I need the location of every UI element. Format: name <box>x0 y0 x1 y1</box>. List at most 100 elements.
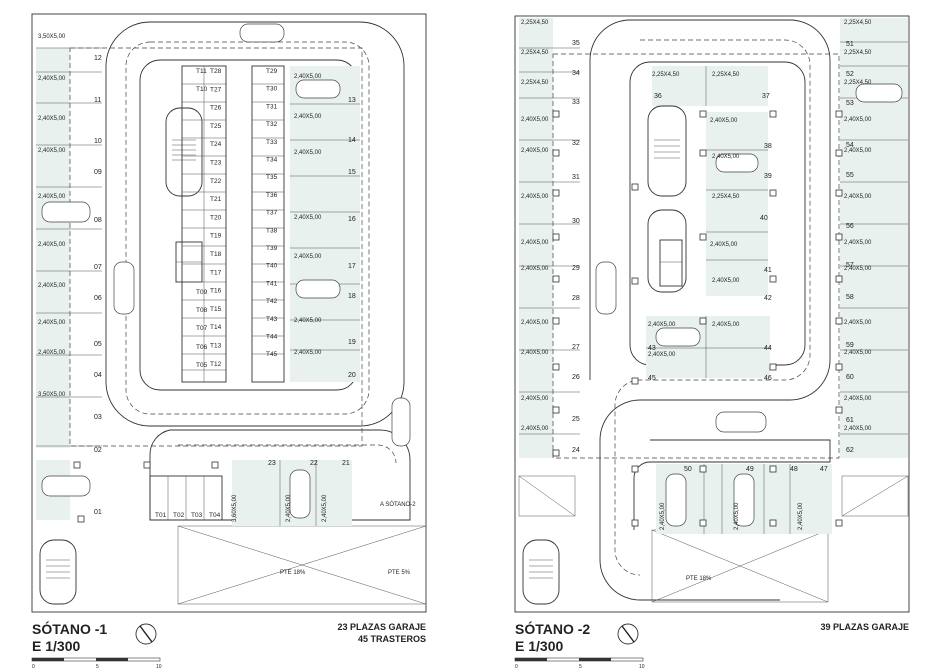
bay-number: 47 <box>820 466 828 473</box>
bay-number: 39 <box>764 173 772 180</box>
storage-room-label: T02 <box>173 512 185 519</box>
bay-dimension: 2,25X4,50 <box>521 80 549 86</box>
bay-number: 60 <box>846 374 854 381</box>
plan1-outer-road <box>105 21 405 427</box>
structural-column <box>699 110 707 118</box>
bay-dimension: 2,25X4,50 <box>521 50 549 56</box>
plan1-stair-bottom <box>39 539 77 605</box>
plan1-right-dimensions: 2,40X5,002,40X5,002,40X5,002,40X5,002,40… <box>294 74 322 356</box>
plan2-stair-bottom <box>522 539 560 605</box>
bay-dimension: 2,40X5,00 <box>844 266 872 272</box>
bay-dimension: 2,40X5,00 <box>521 240 549 246</box>
bay-dimension: 2,40X5,00 <box>38 283 66 289</box>
plan2-dashed-outline <box>552 53 840 459</box>
bay-number: 02 <box>94 447 102 454</box>
bay-dimension: 2,25X4,50 <box>844 80 872 86</box>
bay-number: 08 <box>94 217 102 224</box>
bay-number: 51 <box>846 41 854 48</box>
plan1-left-strip <box>36 48 70 448</box>
storage-room-label: T29 <box>266 68 278 75</box>
plan1-storage-block-b <box>251 65 285 383</box>
bay-number: 24 <box>572 447 580 454</box>
bay-number: 42 <box>764 295 772 302</box>
plan2-left-dimensions: 2,25X4,502,25X4,502,25X4,502,40X5,002,40… <box>521 20 549 432</box>
storage-room-label: T35 <box>266 174 278 181</box>
bay-number: 22 <box>310 460 318 467</box>
bay-number: 25 <box>572 416 580 423</box>
plan1-columns <box>73 461 219 523</box>
bay-dimension: 2,40X5,00 <box>521 350 549 356</box>
bay-dimension: 2,40X5,00 <box>521 426 549 432</box>
bay-dimension: 2,40X5,00 <box>844 148 872 154</box>
storage-room-label: T34 <box>266 157 278 164</box>
storage-room-label: T15 <box>210 306 222 313</box>
bay-dimension: 2,40X5,00 <box>648 322 676 328</box>
storage-room-label: T37 <box>266 210 278 217</box>
plan1-ramp-to: A SÓTANO-2 <box>380 501 416 508</box>
bay-dimension: 2,25X4,50 <box>652 72 680 78</box>
plan1-left-bays <box>36 47 102 447</box>
plan2-left-bays <box>519 41 908 435</box>
structural-column <box>699 149 707 157</box>
storage-room-label: T06 <box>196 344 208 351</box>
bay-number: 49 <box>746 466 754 473</box>
bay-dimension: 2,40X5,00 <box>294 350 322 356</box>
bay-dimension: 2,40X5,00 <box>294 114 322 120</box>
plan-sotano-1: 3,50X5,002,40X5,002,40X5,002,40X5,002,40… <box>31 13 427 654</box>
svg-text:10: 10 <box>639 664 645 669</box>
structural-column <box>835 363 843 371</box>
storage-room-label: T12 <box>210 361 222 368</box>
bay-dimension: 2,40X5,00 <box>521 194 549 200</box>
structural-column <box>631 277 639 285</box>
bay-dimension: 2,40X5,00 <box>294 215 322 221</box>
bay-number: 43 <box>648 345 656 352</box>
structural-column <box>769 189 777 197</box>
bay-dimension: 2,40X5,00 <box>286 494 292 522</box>
plan2-center-bottom-bays <box>646 316 770 378</box>
bay-number: 56 <box>846 223 854 230</box>
storage-room-label: T44 <box>266 334 278 341</box>
bay-number: 50 <box>684 466 692 473</box>
bay-dimension: 2,25X4,50 <box>712 72 740 78</box>
storage-room-label: T27 <box>210 86 222 93</box>
bay-number: 52 <box>846 71 854 78</box>
plan2-right-dimensions: 2,25X4,502,25X4,502,25X4,502,40X5,002,40… <box>844 20 872 432</box>
storage-room-label: T25 <box>210 123 222 130</box>
plan1-scale: E 1/300 <box>32 638 80 654</box>
bay-dimension: 2,40X5,00 <box>521 320 549 326</box>
structural-column <box>552 406 560 414</box>
bay-number: 54 <box>846 142 854 149</box>
bay-number: 07 <box>94 264 102 271</box>
structural-column <box>769 465 777 473</box>
bay-number: 06 <box>94 295 102 302</box>
bay-number: 44 <box>764 345 772 352</box>
plan1-lower-road <box>149 429 411 521</box>
bay-dimension: 2,40X5,00 <box>798 502 804 530</box>
plan1-left-dimensions: 3,50X5,002,40X5,002,40X5,002,40X5,002,40… <box>38 34 66 398</box>
structural-column <box>552 275 560 283</box>
plan1-summary-1: 23 PLAZAS GARAJE <box>337 622 426 632</box>
storage-room-label: T43 <box>266 316 278 323</box>
bay-dimension: 2,40X5,00 <box>844 117 872 123</box>
storage-room-label: T28 <box>210 68 222 75</box>
bay-number: 19 <box>348 339 356 346</box>
plan2-outer-road <box>599 19 831 601</box>
bay-number: 09 <box>94 169 102 176</box>
storage-room-label: T01 <box>155 512 167 519</box>
structural-column <box>699 317 707 325</box>
storage-room-label: T14 <box>210 324 222 331</box>
structural-column <box>631 183 639 191</box>
bay-number: 33 <box>572 99 580 106</box>
plan1-summary-2: 45 TRASTEROS <box>358 634 426 644</box>
structural-column <box>631 519 639 527</box>
structural-column <box>631 377 639 385</box>
bay-number: 59 <box>846 342 854 349</box>
bay-dimension: 2,40X5,00 <box>38 350 66 356</box>
bay-number: 10 <box>94 138 102 145</box>
bay-number: 29 <box>572 265 580 272</box>
storage-room-label: T13 <box>210 343 222 350</box>
